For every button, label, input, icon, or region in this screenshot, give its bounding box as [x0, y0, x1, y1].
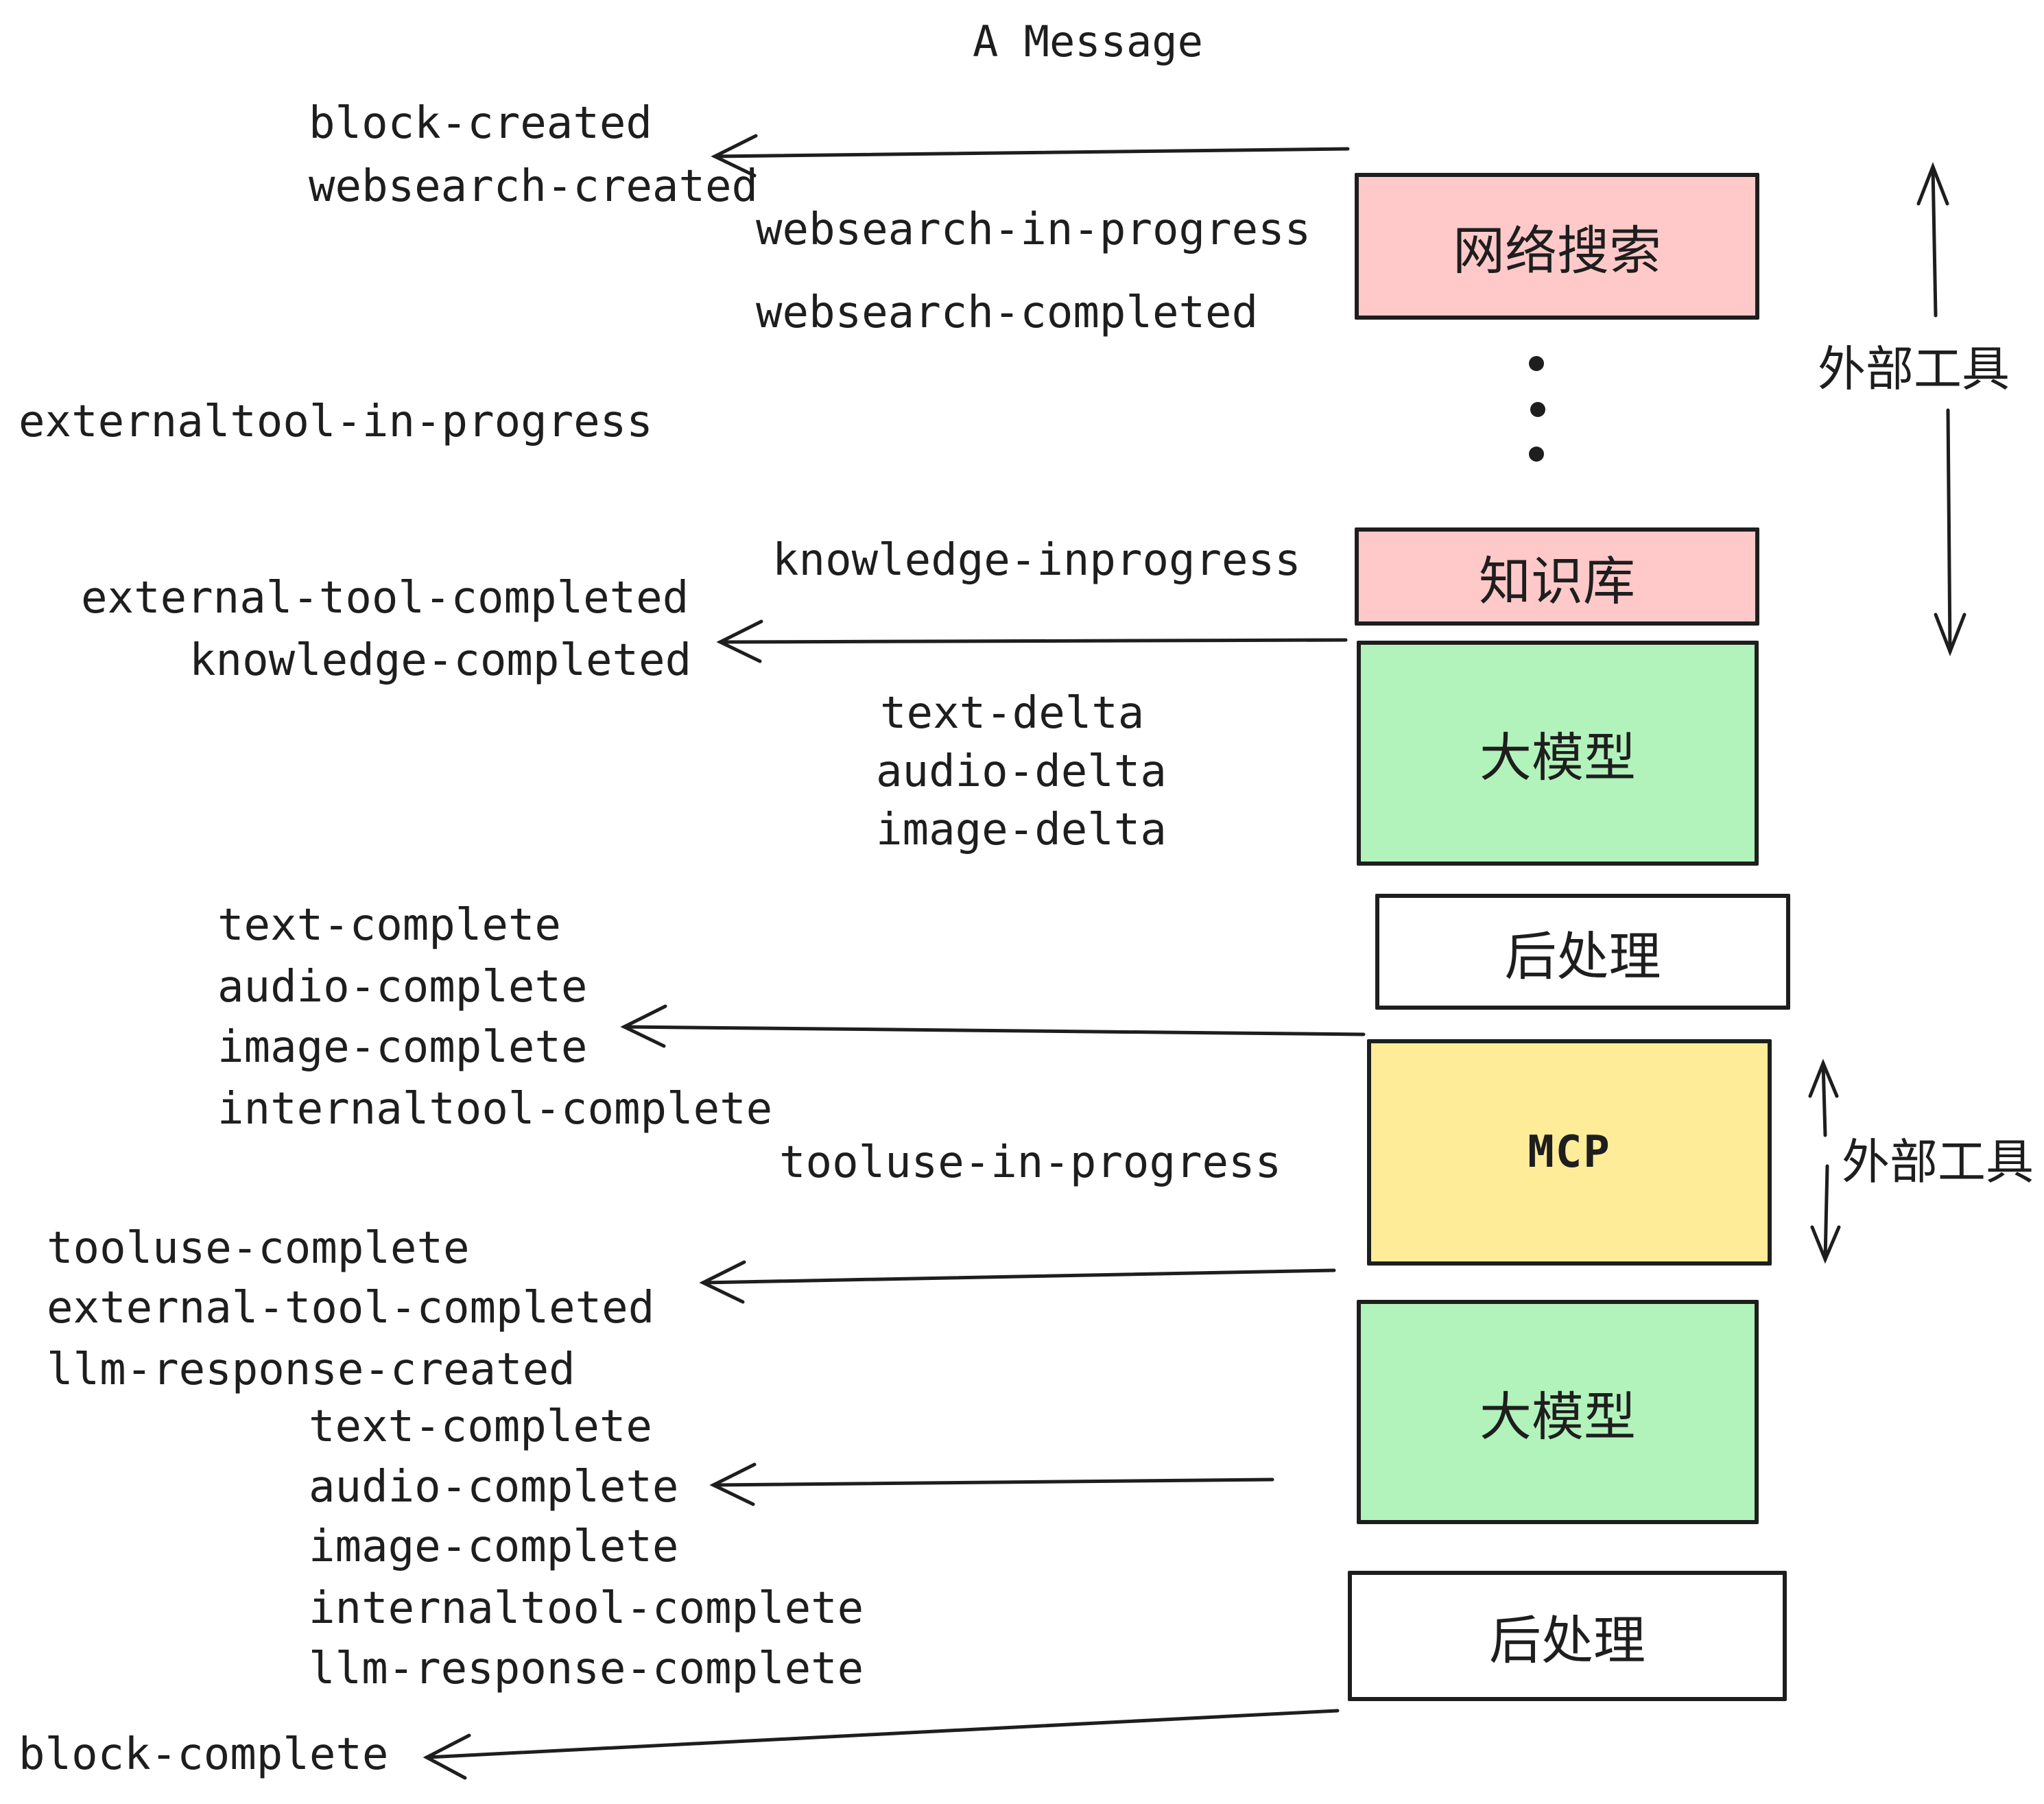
arrow-to-block-complete — [423, 1709, 1340, 1780]
event-internaltool-complete: internaltool-complete — [217, 1084, 773, 1135]
event-externaltool-in-progress: externaltool-in-progress — [19, 396, 653, 447]
external-tools-label-top: 外部工具 — [1818, 341, 2010, 397]
event-llm-response-created: llm-response-created — [47, 1344, 575, 1395]
event-text-complete-2: text-complete — [309, 1401, 652, 1452]
external-tools-double-arrow-bottom — [1808, 1058, 1841, 1264]
event-audio-complete-2: audio-complete — [309, 1462, 679, 1512]
event-tooluse-complete: tooluse-complete — [47, 1223, 470, 1274]
event-audio-delta: audio-delta — [876, 746, 1167, 797]
ellipsis-dots — [1529, 356, 1545, 462]
node-knowledge: 知识库 — [1355, 527, 1759, 626]
event-external-tool-completed-2: external-tool-completed — [47, 1283, 655, 1333]
event-text-complete: text-complete — [217, 900, 561, 951]
event-block-created: block-created — [309, 98, 652, 149]
external-tools-label-bottom: 外部工具 — [1842, 1134, 2034, 1190]
arrow-to-tooluse-complete — [699, 1260, 1336, 1304]
arrow-to-audio-complete — [709, 1462, 1274, 1506]
event-knowledge-completed: knowledge-completed — [189, 635, 692, 686]
event-llm-response-complete: llm-response-complete — [309, 1643, 864, 1694]
node-mcp: MCP — [1367, 1039, 1772, 1266]
external-tools-double-arrow-top — [1916, 162, 1966, 656]
event-internaltool-complete-2: internaltool-complete — [309, 1583, 864, 1634]
event-websearch-in-progress: websearch-in-progress — [756, 204, 1311, 255]
event-knowledge-inprogress: knowledge-inprogress — [772, 535, 1301, 586]
event-image-complete-2: image-complete — [309, 1521, 679, 1572]
diagram-title: A Message — [973, 16, 1203, 67]
event-text-delta: text-delta — [880, 688, 1145, 739]
event-tooluse-in-progress: tooluse-in-progress — [779, 1137, 1282, 1188]
event-websearch-created: websearch-created — [309, 161, 759, 212]
arrow-to-image-complete — [620, 1004, 1366, 1048]
event-external-tool-completed: external-tool-completed — [81, 573, 689, 624]
event-image-delta: image-delta — [876, 805, 1167, 855]
node-postprocess-2: 后处理 — [1348, 1571, 1787, 1701]
event-block-complete: block-complete — [19, 1729, 389, 1780]
arrow-to-knowledge-completed — [716, 619, 1348, 663]
arrow-to-block-created — [711, 134, 1350, 178]
event-audio-complete: audio-complete — [217, 962, 588, 1012]
node-websearch: 网络搜索 — [1355, 173, 1759, 320]
node-llm-1: 大模型 — [1357, 641, 1759, 866]
event-image-complete: image-complete — [217, 1022, 588, 1073]
event-websearch-completed: websearch-completed — [756, 287, 1259, 338]
node-llm-2: 大模型 — [1357, 1300, 1759, 1524]
node-postprocess-1: 后处理 — [1375, 894, 1790, 1010]
